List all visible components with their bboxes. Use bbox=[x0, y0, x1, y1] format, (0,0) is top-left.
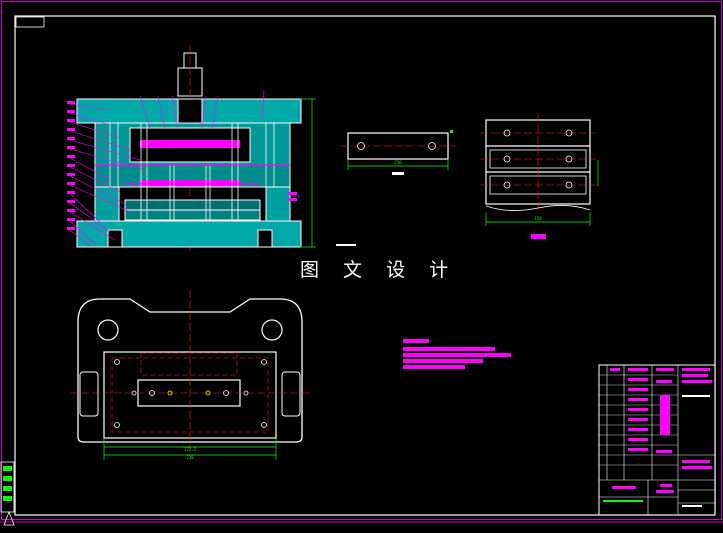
inner-frame bbox=[14, 15, 716, 516]
frame-corner-mark bbox=[15, 16, 45, 28]
dim-block-width: 216 bbox=[394, 160, 402, 165]
title-block bbox=[598, 364, 716, 516]
watermark-text: 图 文 设 计 bbox=[300, 259, 458, 281]
dim-bracket-width: 150 bbox=[534, 216, 542, 221]
dim-slot-width: 238 bbox=[186, 455, 194, 460]
outer-frame bbox=[1, 1, 722, 520]
technical-notes bbox=[403, 339, 511, 369]
plate-detail-view bbox=[340, 130, 456, 175]
block-side-view bbox=[480, 114, 599, 239]
dim-slot-length: 172.2 bbox=[184, 447, 197, 452]
plan-view bbox=[70, 290, 310, 460]
edge-stamp-strip bbox=[0, 461, 15, 526]
assembly-section-view bbox=[67, 45, 356, 252]
